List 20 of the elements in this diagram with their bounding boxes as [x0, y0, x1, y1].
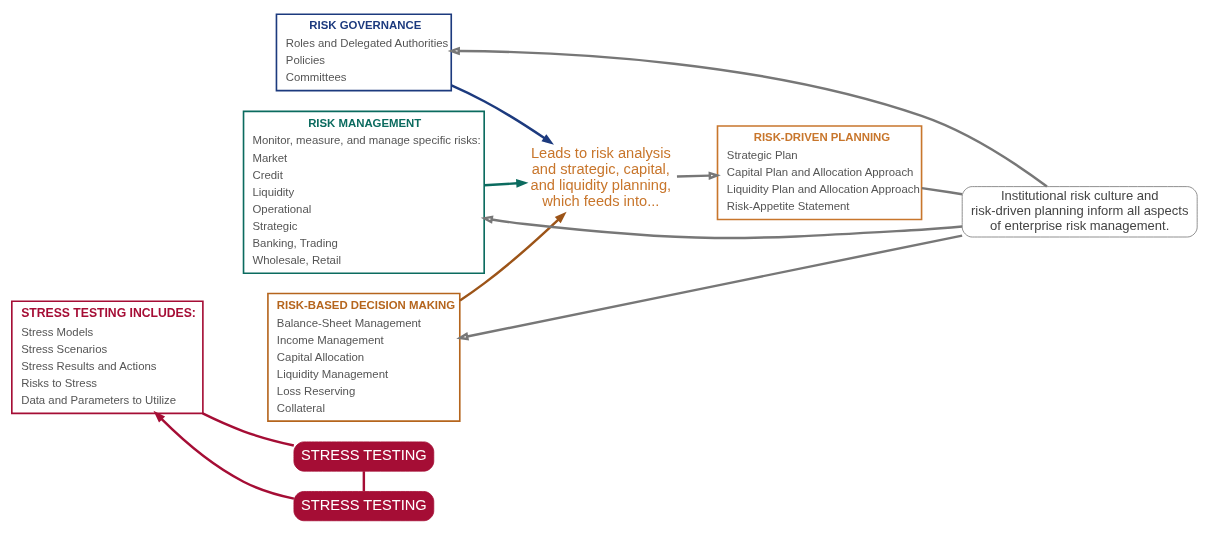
arrow: [447, 46, 1048, 188]
arrow: [676, 171, 721, 180]
arrow: [484, 179, 529, 188]
node-box: RISK MANAGEMENT Monitor, measure, and manage specific risks: Market Credit Liquidity Operational Strategic Banking, Trading Wholesale, Retail: [242, 110, 485, 274]
node-box: STRESS TESTING INCLUDES: Stress Models Stress Scenarios Stress Results and Actions Risks to Stress Data and Parameters to Utilize: [11, 300, 204, 415]
node-box: RISK-BASED DECISION MAKING Balance-Sheet Management Income Management Capital Allocation Liquidity Management Loss Reserving Collateral: [267, 292, 461, 422]
node-box: RISK GOVERNANCE Roles and Delegated Authorities Policies Committees: [275, 13, 453, 92]
connector: [921, 186, 963, 196]
node-box: RISK-DRIVEN PLANNING Strategic Plan Capital Plan and Allocation Approach Liquidity Plan and Allocation Approach Risk-Appetite Statement: [716, 125, 923, 221]
arrow: [153, 410, 295, 500]
arrow: [480, 215, 963, 240]
arrow: [456, 234, 963, 341]
connector: [362, 471, 366, 492]
arrow: [459, 211, 567, 302]
node-box: STRESS TESTING: [293, 441, 435, 472]
node-text: Leads to risk analysis and strategic, capital, and liquidity planning, which feeds into...: [530, 144, 672, 210]
node-box: Institutional risk culture and risk-driven planning inform all aspects of enterprise risk management.: [961, 186, 1198, 238]
node-box: STRESS TESTING: [293, 491, 435, 522]
connector: [202, 412, 295, 447]
arrow: [450, 84, 554, 145]
